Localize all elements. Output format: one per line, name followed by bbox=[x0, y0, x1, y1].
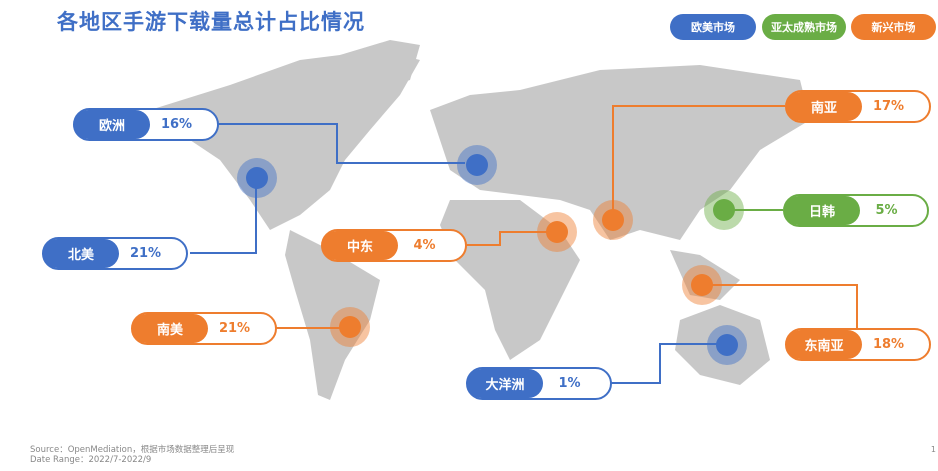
date-range: Date Range：2022/7-2022/9 bbox=[30, 455, 152, 465]
callout-southeast-asia: 东南亚 18% bbox=[785, 328, 931, 361]
region-value: 18% bbox=[872, 337, 905, 352]
region-label: 中东 bbox=[322, 231, 398, 260]
callout-south-america: 南美 21% bbox=[131, 312, 277, 345]
region-value: 1% bbox=[558, 376, 581, 391]
region-label: 南亚 bbox=[786, 92, 862, 121]
region-value: 21% bbox=[129, 246, 162, 261]
callout-europe: 欧洲 16% bbox=[73, 108, 219, 141]
region-label: 北美 bbox=[43, 239, 119, 268]
region-value: 21% bbox=[218, 321, 251, 336]
callout-north-america: 北美 21% bbox=[42, 237, 188, 270]
source-note: Source：OpenMediation，根据市场数据整理后呈现 bbox=[30, 445, 235, 455]
region-label: 日韩 bbox=[784, 196, 860, 225]
region-markers bbox=[237, 145, 747, 365]
footer: Source：OpenMediation，根据市场数据整理后呈现 Date Ra… bbox=[30, 445, 234, 465]
region-label: 欧洲 bbox=[74, 110, 150, 139]
page-title: 各地区手游下载量总计占比情况 bbox=[57, 10, 365, 34]
region-label: 东南亚 bbox=[786, 330, 862, 359]
legend-emerging: 新兴市场 bbox=[851, 14, 936, 40]
region-value: 4% bbox=[413, 238, 436, 253]
legend-west: 欧美市场 bbox=[670, 14, 756, 40]
legend-apac: 亚太成熟市场 bbox=[762, 14, 846, 40]
region-label: 大洋洲 bbox=[467, 369, 543, 398]
callout-japan-korea: 日韩 5% bbox=[783, 194, 929, 227]
region-label: 南美 bbox=[132, 314, 208, 343]
region-value: 16% bbox=[160, 117, 193, 132]
callout-oceania: 大洋洲 1% bbox=[466, 367, 612, 400]
connector-lines bbox=[190, 105, 858, 384]
page-number: 1 bbox=[930, 445, 936, 454]
region-value: 5% bbox=[875, 203, 898, 218]
callout-middle-east: 中东 4% bbox=[321, 229, 467, 262]
callout-south-asia: 南亚 17% bbox=[785, 90, 931, 123]
region-value: 17% bbox=[872, 99, 905, 114]
